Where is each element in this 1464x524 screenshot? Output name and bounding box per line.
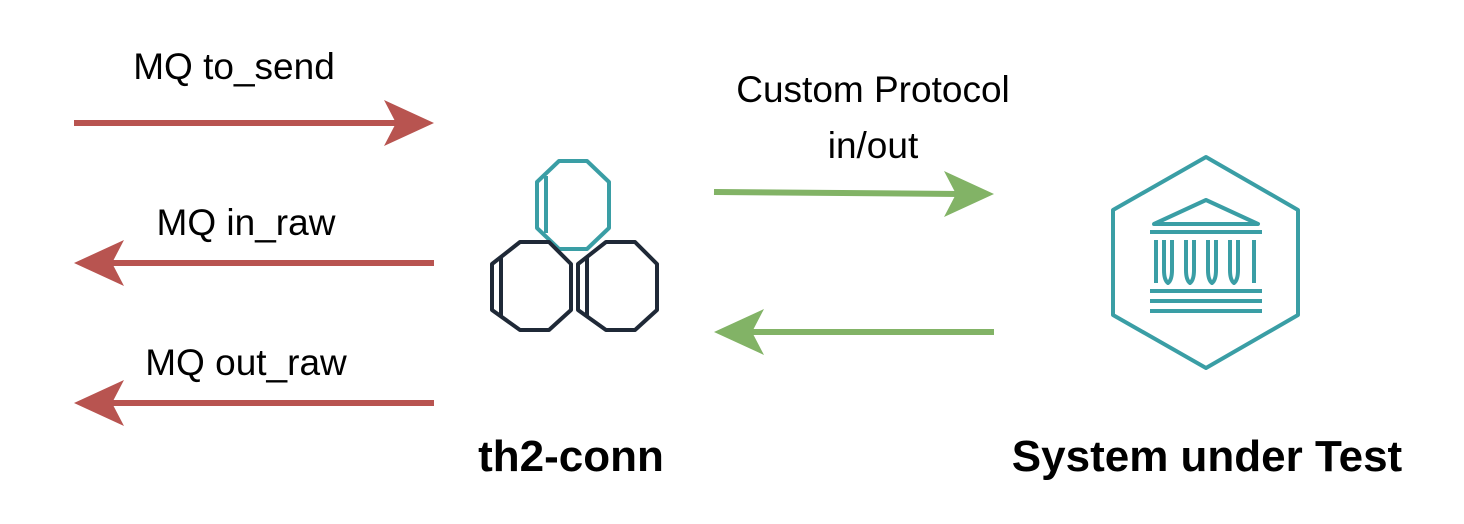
mq-out-raw-label: MQ out_raw bbox=[145, 342, 347, 383]
mq-out-raw-connector: MQ out_raw bbox=[74, 342, 434, 426]
mq-in-raw-label: MQ in_raw bbox=[157, 202, 336, 243]
mq-to-send-connector: MQ to_send bbox=[74, 46, 434, 146]
mq-in-raw-arrowhead bbox=[74, 240, 124, 286]
columns bbox=[1154, 240, 1256, 285]
sut-title: System under Test bbox=[1012, 432, 1403, 481]
sut-hexagon bbox=[1111, 155, 1300, 370]
mq-to-send-arrowhead bbox=[384, 100, 434, 146]
protocol-in-arrow bbox=[714, 309, 994, 355]
mq-to-send-label: MQ to_send bbox=[133, 46, 335, 87]
navy-hexagon-right bbox=[576, 240, 659, 332]
mq-out-raw-arrowhead bbox=[74, 380, 124, 426]
bank-building-icon bbox=[1111, 155, 1300, 370]
mq-in-raw-connector: MQ in_raw bbox=[74, 202, 434, 286]
protocol-out-arrowhead bbox=[944, 171, 994, 217]
protocol-in-arrowhead bbox=[714, 309, 764, 355]
protocol-label-line1: Custom Protocol bbox=[736, 69, 1010, 110]
navy-hexagon-left bbox=[490, 240, 573, 332]
hexagon-cluster-icon bbox=[490, 159, 659, 332]
protocol-out-arrow bbox=[713, 171, 994, 217]
connector-title: th2-conn bbox=[478, 432, 664, 481]
roof bbox=[1152, 198, 1260, 226]
teal-hexagon bbox=[535, 159, 611, 251]
protocol-label-line2: in/out bbox=[828, 125, 919, 166]
